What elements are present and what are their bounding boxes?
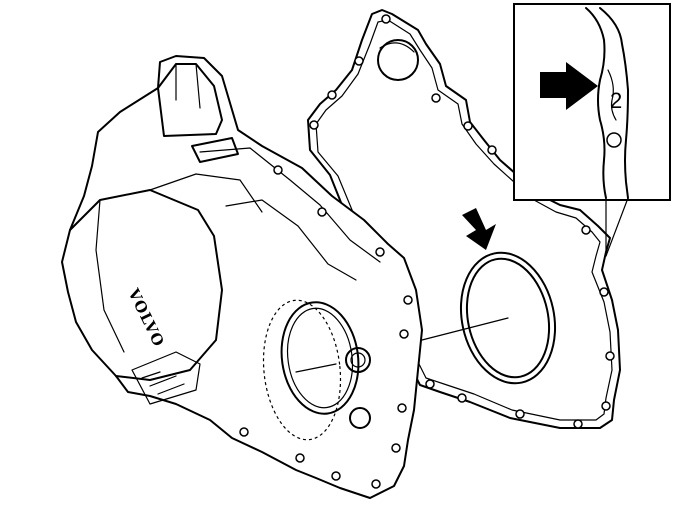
cover-main-bore-inner [286, 307, 354, 409]
gasket-bolt-hole [601, 401, 611, 411]
cover-rib-1 [199, 147, 381, 263]
crankshaft-seal-ring [459, 251, 557, 385]
cover-bolt-hole [399, 329, 409, 339]
cover-bolt-hole [273, 165, 283, 175]
cover-bolt-hole [391, 443, 401, 453]
gasket-bolt-hole [425, 379, 435, 389]
gasket-bolt-hole [463, 121, 473, 131]
gasket-bolt-hole [599, 287, 609, 297]
cover-drive-housing [69, 189, 223, 381]
gasket-bolt-hole [431, 93, 441, 103]
detail-gasket-notch [607, 69, 617, 121]
cover-lower-grille [131, 351, 201, 405]
cover-lower-bore [349, 407, 371, 429]
gasket-bolt-hole [487, 145, 497, 155]
gasket-outer-outline [307, 9, 621, 429]
gasket-top-boss [377, 39, 419, 81]
cover-drive-housing-edge [95, 199, 125, 353]
detail-arrow-icon [540, 62, 598, 110]
cover-bolt-holes [239, 165, 413, 489]
detail-gasket-edge-right [599, 7, 629, 199]
cover-top-tower [157, 63, 223, 137]
detail-bolt-hole [606, 132, 622, 148]
detail-inset-frame [513, 3, 671, 201]
gasket-bolt-hole [381, 14, 391, 24]
detail-pointer-right [605, 197, 629, 257]
gasket-bolt-holes [309, 14, 615, 429]
cover-top-tower-ribs [175, 63, 201, 109]
seal-center-leader [421, 317, 509, 341]
gasket-bolt-hole [457, 393, 467, 403]
gasket-bolt-hole [309, 120, 319, 130]
cover-center-leader [295, 363, 337, 373]
cover-bolt-hole [239, 427, 249, 437]
cover-bolt-hole [317, 207, 327, 217]
gasket-bolt-hole [573, 419, 583, 429]
timing-cover-body [61, 55, 423, 499]
timing-cover: VOLVO [61, 55, 423, 499]
cover-right-bore [345, 347, 371, 373]
gasket-bolt-hole [581, 225, 591, 235]
gasket-inner-outline [315, 19, 613, 421]
detail-gasket-edge-left [585, 7, 607, 199]
cover-rib-2 [225, 199, 357, 281]
seal-ring-inner [465, 257, 551, 379]
cover-bolt-hole [375, 247, 385, 257]
gasket-bolt-hole [354, 56, 364, 66]
seal-arrow-icon [462, 208, 496, 250]
gasket-top-boss-detail [379, 42, 415, 53]
cover-bolt-hole [331, 471, 341, 481]
cover-bolt-hole [403, 295, 413, 305]
cover-bolt-hole [295, 453, 305, 463]
seal-ring-outer [459, 251, 557, 385]
detail-inset: 2 [513, 3, 671, 257]
cover-top-pad [191, 137, 239, 163]
cover-bolt-hole [371, 479, 381, 489]
gasket [307, 9, 621, 429]
detail-callout-number: 2 [610, 88, 622, 113]
cover-upper-ridge [149, 173, 263, 213]
gasket-bolt-hole [605, 351, 615, 361]
gasket-bolt-hole [327, 90, 337, 100]
cover-bolt-hole [397, 403, 407, 413]
gasket-bolt-hole [515, 409, 525, 419]
cover-right-bore-inner [350, 352, 366, 368]
cover-lower-grille-lines [141, 371, 185, 395]
cover-seal-position-dotted [262, 299, 342, 441]
